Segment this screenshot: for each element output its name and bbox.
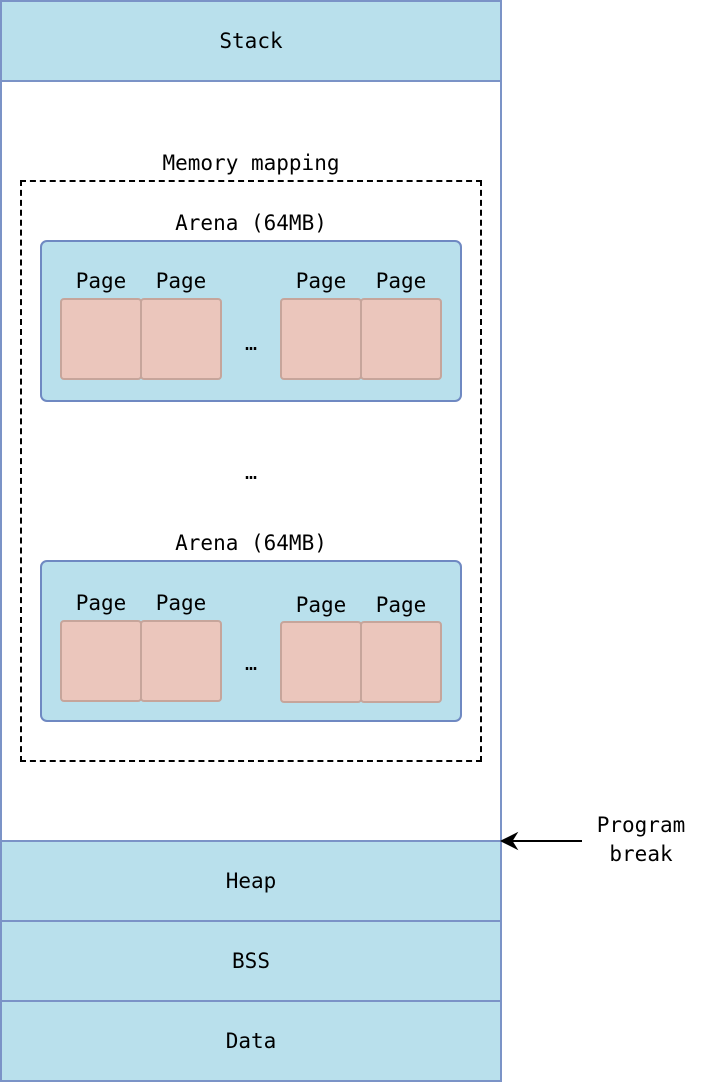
page-label: Page [295,593,347,617]
program-break-label: Program break [580,811,702,869]
bss-label: BSS [232,949,270,973]
page-label: Page [375,269,427,293]
bss-segment: BSS [0,920,502,1002]
program-break-line1: Program [596,813,686,837]
memory-mapping-region [20,180,482,762]
page-block [360,621,442,703]
pages-ellipsis: … [244,331,258,355]
program-break-arrow [499,831,582,851]
stack-label: Stack [219,29,283,53]
arenas-ellipsis: … [244,460,258,484]
page-block [140,620,222,702]
page-block [140,298,222,380]
stack-segment: Stack [0,0,502,82]
page-block [280,621,362,703]
page-block [60,298,142,380]
page-block [60,620,142,702]
page-label: Page [375,593,427,617]
page-label: Page [295,269,347,293]
page-block [360,298,442,380]
heap-segment: Heap [0,840,502,922]
page-label: Page [75,269,127,293]
page-label: Page [155,269,207,293]
heap-label: Heap [225,869,277,893]
program-break-line2: break [609,842,673,866]
page-label: Page [75,591,127,615]
data-segment: Data [0,1000,502,1082]
arena-title: Arena (64MB) [175,211,327,235]
page-block [280,298,362,380]
memory-mapping-title: Memory mapping [162,151,340,175]
arena-title: Arena (64MB) [175,531,327,555]
page-label: Page [155,591,207,615]
data-label: Data [225,1029,277,1053]
pages-ellipsis: … [244,651,258,675]
